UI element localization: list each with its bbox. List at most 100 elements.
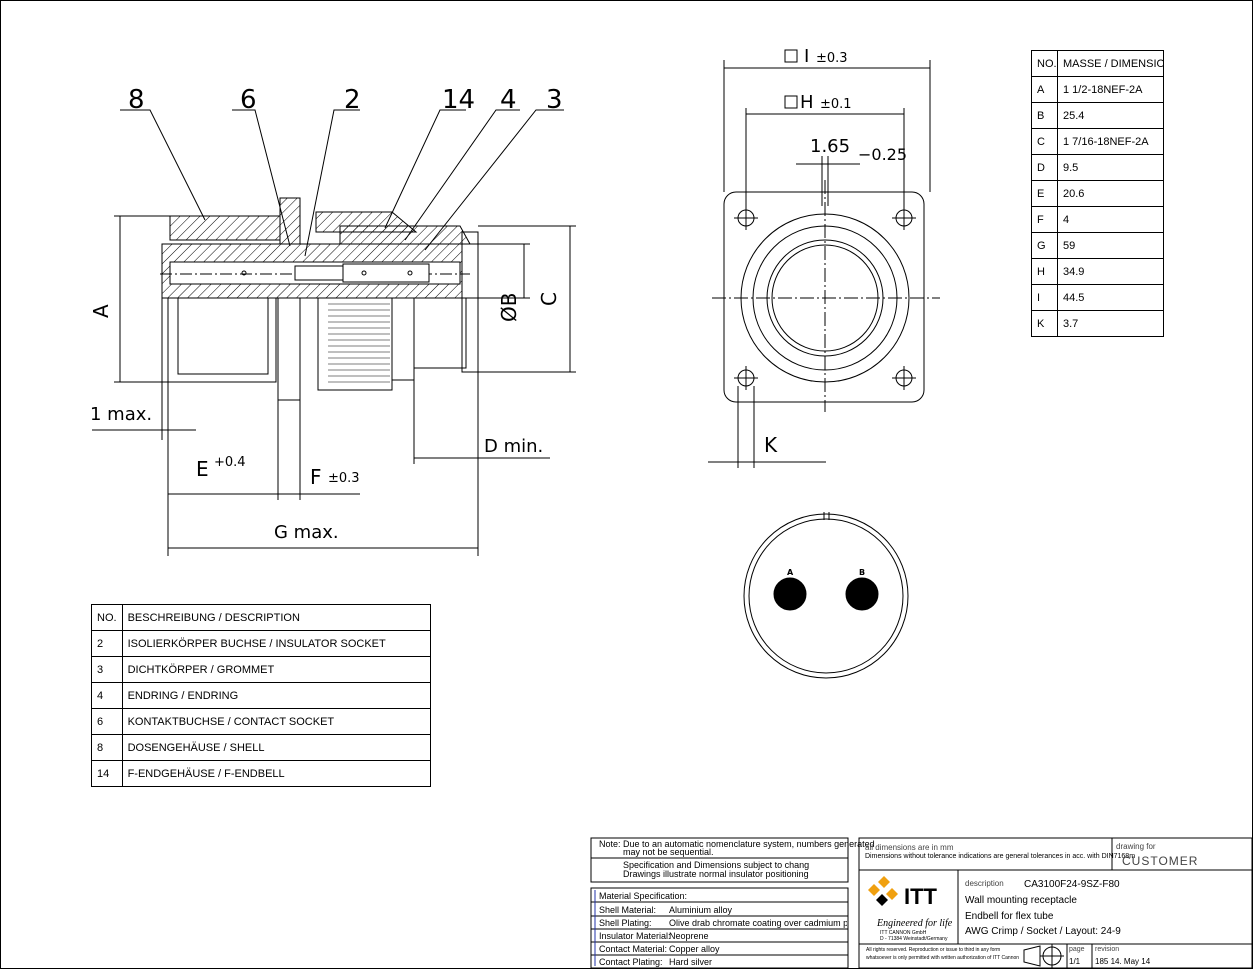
dim-no: H xyxy=(1031,258,1058,285)
part-no: 14 xyxy=(91,760,123,787)
material-value: Neoprene xyxy=(669,931,709,941)
dim-no: G xyxy=(1031,232,1058,259)
dim-e-label: E xyxy=(196,457,209,481)
dim-h-label: H xyxy=(800,92,814,113)
balloon-2: 2 xyxy=(344,85,361,115)
material-value: Aluminium alloy xyxy=(669,905,733,915)
dims-header-row: NO. MASSE / DIMENSIONS xyxy=(1031,50,1164,77)
contact-b-label: B xyxy=(859,568,865,577)
part-number: CA3100F24-9SZ-F80 xyxy=(1024,879,1120,890)
parts-header-no: NO. xyxy=(91,604,123,631)
dim-no: E xyxy=(1031,180,1058,207)
dim-no: B xyxy=(1031,102,1058,129)
balloon-6: 6 xyxy=(240,85,257,115)
insert-face xyxy=(743,512,909,679)
material-value: Olive drab chromate coating over cadmium… xyxy=(669,918,847,928)
description-label: description xyxy=(965,879,1004,888)
drawing-for-value: CUSTOMER xyxy=(1122,854,1199,868)
title-block-frame xyxy=(590,837,1253,969)
section-dim-text: A ØB C 1 max. D min. E +0.4 F ±0.3 G max… xyxy=(89,292,561,543)
parts-header-desc: BESCHREIBUNG / DESCRIPTION xyxy=(121,604,432,631)
company-line-2: D - 71384 Weinstadt/Germany xyxy=(880,936,948,942)
note-line-3: Specification and Dimensions subject to … xyxy=(623,860,810,870)
note-line-2: may not be sequential. xyxy=(623,847,714,857)
material-label: Shell Plating: xyxy=(599,918,652,928)
balloon-3: 3 xyxy=(546,85,563,115)
dim-g-label: G max. xyxy=(274,522,339,543)
front-view xyxy=(708,49,940,468)
part-no: 2 xyxy=(91,630,123,657)
contact-b xyxy=(845,577,879,611)
dim-f-label: F xyxy=(310,465,322,489)
note-label: Note: xyxy=(599,839,621,849)
dim-value: 9.5 xyxy=(1057,154,1164,181)
page-label: page xyxy=(1069,946,1085,953)
note-line-4: Drawings illustrate normal insulator pos… xyxy=(623,869,809,879)
dims-header-value: MASSE / DIMENSIONS xyxy=(1057,50,1164,77)
material-label: Shell Material: xyxy=(599,905,657,915)
part-desc: DOSENGEHÄUSE / SHELL xyxy=(121,734,432,761)
part-desc: ISOLIERKÖRPER BUCHSE / INSULATOR SOCKET xyxy=(121,630,432,657)
part-desc: DICHTKÖRPER / GROMMET xyxy=(121,656,432,683)
dim-value: 44.5 xyxy=(1057,284,1164,311)
dim-no: D xyxy=(1031,154,1058,181)
dim-size-tol: −0.25 xyxy=(858,145,907,164)
dim-value: 4 xyxy=(1057,206,1164,233)
material-value: Hard silver xyxy=(669,957,713,967)
dim-e-tol: +0.4 xyxy=(214,455,246,470)
company-line-1: ITT CANNON GmbH xyxy=(880,930,927,936)
part-no: 3 xyxy=(91,656,123,683)
material-title: Material Specification: xyxy=(599,891,688,901)
dim-value: 25.4 xyxy=(1057,102,1164,129)
dim-i-tol: ±0.3 xyxy=(816,51,848,66)
dims-header-no: NO. xyxy=(1031,50,1058,77)
part-no: 8 xyxy=(91,734,123,761)
material-label: Insulator Material: xyxy=(599,931,671,941)
material-label: Contact Material: xyxy=(599,944,668,954)
part-desc: ENDRING / ENDRING xyxy=(121,682,432,709)
part-desc: F-ENDGEHÄUSE / F-ENDBELL xyxy=(121,760,432,787)
dimension-table: NO. MASSE / DIMENSIONS A1 1/2-18NEF-2A B… xyxy=(1031,50,1164,337)
dim-a-label: A xyxy=(89,304,113,318)
dim-value: 1 1/2-18NEF-2A xyxy=(1057,76,1164,103)
dim-1max-label: 1 max. xyxy=(90,404,152,425)
dim-i-label: I xyxy=(804,46,809,67)
dim-size-label: 1.65 xyxy=(810,136,850,157)
tagline: Engineered for life xyxy=(877,918,953,929)
contact-a xyxy=(773,577,807,611)
dim-c-label: C xyxy=(537,292,561,306)
revision-value: 185 14. May 14 xyxy=(1095,957,1151,966)
dim-value: 3.7 xyxy=(1057,310,1164,337)
balloon-4: 4 xyxy=(500,85,517,115)
description-line-3: AWG Crimp / Socket / Layout: 24-9 xyxy=(965,926,1121,937)
parts-header-row: NO. BESCHREIBUNG / DESCRIPTION xyxy=(91,604,432,631)
dim-d-label: D min. xyxy=(484,436,543,457)
units-label: all dimensions are in mm xyxy=(865,843,954,852)
revision-label: revision xyxy=(1095,946,1120,953)
drawing-for-label: drawing for xyxy=(1116,842,1156,851)
note-line-1: Due to an automatic nomenclature system,… xyxy=(623,839,875,849)
dim-no: A xyxy=(1031,76,1058,103)
dim-value: 59 xyxy=(1057,232,1164,259)
dim-value: 1 7/16-18NEF-2A xyxy=(1057,128,1164,155)
material-label: Contact Plating: xyxy=(599,957,663,967)
dim-k-label: K xyxy=(764,433,778,457)
description-line-2: Endbell for flex tube xyxy=(965,911,1054,922)
front-dim-text: I ±0.3 H ±0.1 1.65 −0.25 K xyxy=(764,46,907,457)
rights-line-2: whatsoever is only permitted with writte… xyxy=(866,955,1020,961)
balloon-8: 8 xyxy=(128,85,145,115)
section-balloons: 8 6 2 14 4 3 xyxy=(128,85,563,115)
